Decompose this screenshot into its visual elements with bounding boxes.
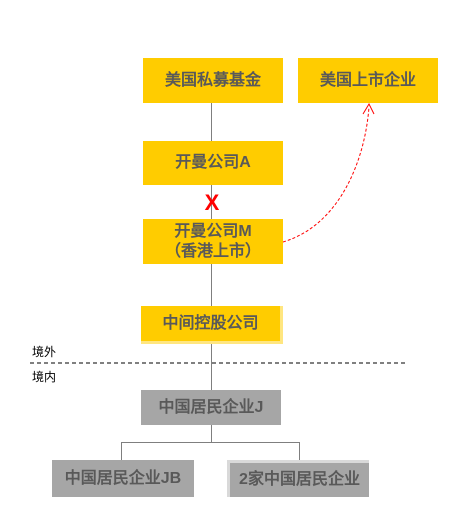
region-label-offshore: 境外	[32, 345, 57, 359]
region-label-onshore: 境内	[32, 370, 57, 384]
node-two-china-enterprises-label: 2家中国居民企业	[239, 471, 360, 488]
connector-a-to-m	[211, 185, 212, 219]
listing-arrow-head	[362, 102, 375, 115]
node-china-enterprise-jb-label: 中国居民企业JB	[64, 469, 182, 487]
node-kaiman-m-label-line2: （香港上市）	[164, 242, 261, 260]
node-us-pe-fund-label: 美国私募基金	[164, 71, 261, 89]
node-china-enterprise-j-label: 中国居民企业J	[158, 398, 264, 416]
node-us-listed-company: 美国上市企业	[298, 58, 438, 103]
node-holding-company-label: 中间控股公司	[162, 314, 259, 332]
listing-arrow	[282, 106, 370, 243]
node-kaiman-a-label: 开曼公司A	[175, 154, 251, 171]
connector-holding-to-j	[211, 344, 212, 390]
node-kaiman-a: 开曼公司A	[143, 141, 283, 185]
node-holding-company: 中间控股公司	[141, 306, 283, 344]
connector-j-down	[211, 425, 212, 442]
node-kaiman-m: 开曼公司M （香港上市）	[143, 219, 283, 264]
node-us-listed-company-label: 美国上市企业	[319, 71, 416, 89]
cut-mark: X	[204, 190, 220, 215]
connector-branch-horizontal	[121, 442, 300, 443]
node-china-enterprise-j: 中国居民企业J	[141, 390, 281, 425]
node-us-pe-fund: 美国私募基金	[143, 58, 283, 103]
node-china-enterprise-jb: 中国居民企业JB	[52, 460, 194, 497]
connector-branch-left	[121, 442, 122, 460]
connector-fund-to-a	[211, 103, 212, 141]
node-two-china-enterprises: 2家中国居民企业	[227, 460, 369, 497]
connector-branch-right	[299, 442, 300, 460]
node-kaiman-m-label-line1: 开曼公司M	[174, 222, 252, 240]
connector-m-to-holding	[211, 264, 212, 306]
